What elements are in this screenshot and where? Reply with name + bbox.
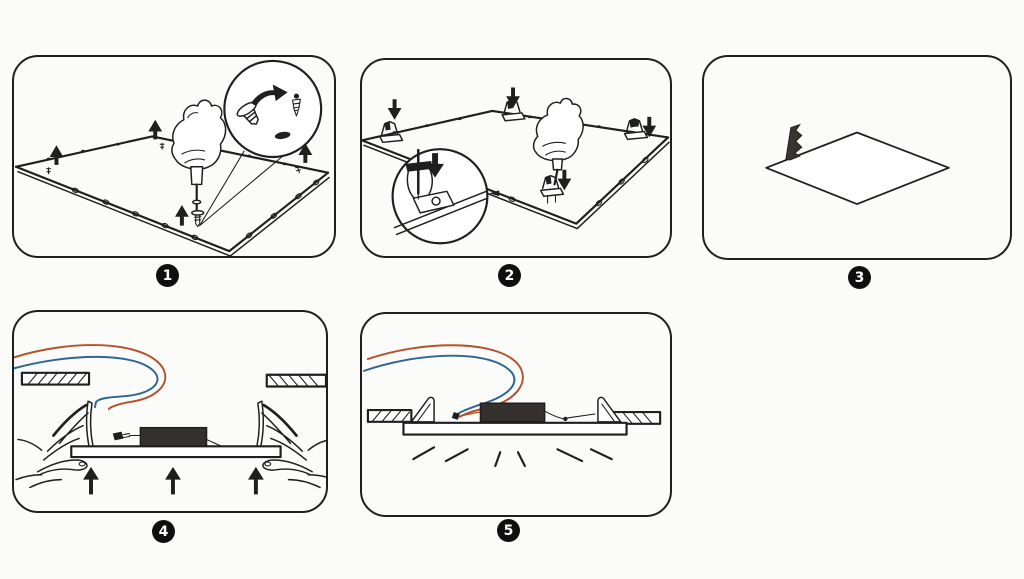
step-panel-1 bbox=[12, 55, 336, 258]
stud-hole-icon bbox=[274, 131, 291, 140]
screw-icon bbox=[291, 93, 301, 117]
step4-wiring-and-insertion-drawing bbox=[14, 344, 326, 495]
magnifier-detail-circle bbox=[223, 59, 323, 159]
step-number-badge: 3 bbox=[848, 266, 871, 289]
live-wire bbox=[14, 344, 167, 411]
magnifier-detail-circle bbox=[391, 148, 489, 245]
driver-box bbox=[451, 402, 596, 423]
up-arrow-icon bbox=[83, 466, 264, 495]
spring-clip-blade bbox=[85, 400, 264, 448]
step-panel-4 bbox=[12, 310, 328, 513]
ceiling-cross-section bbox=[20, 371, 326, 388]
left-arrowhead-icon bbox=[489, 190, 500, 197]
step-number-badge: 1 bbox=[156, 264, 179, 287]
step-number-badge: 2 bbox=[498, 264, 521, 287]
light-rays-icon bbox=[412, 446, 613, 468]
down-arrow-icon bbox=[642, 116, 657, 138]
down-arrow-icon bbox=[557, 169, 572, 191]
step-number-badge: 5 bbox=[497, 519, 520, 542]
down-arrow-icon bbox=[426, 153, 444, 178]
panel-edge-side-view bbox=[70, 445, 282, 459]
step-panel-3 bbox=[702, 55, 1012, 260]
hand-with-screwdriver-icon bbox=[532, 97, 584, 186]
step-number-badge: 4 bbox=[152, 520, 175, 543]
up-arrow-icon bbox=[49, 119, 313, 165]
small-screw-icon bbox=[46, 142, 301, 175]
live-wire bbox=[366, 344, 524, 418]
neutral-wire bbox=[362, 354, 516, 415]
panel-edge-side-view bbox=[402, 421, 628, 436]
ceiling-cutout-hole bbox=[765, 131, 950, 205]
saw-blade-icon bbox=[785, 123, 803, 161]
step2-clip-installation-drawing bbox=[362, 87, 670, 245]
spring-clip-folded bbox=[410, 396, 622, 423]
step5-installed-panel-drawing bbox=[362, 344, 662, 468]
step-panel-2 bbox=[360, 58, 672, 258]
up-arrow-icon bbox=[174, 205, 189, 226]
down-arrow-icon bbox=[506, 87, 520, 109]
magnifier-leader-lines bbox=[199, 150, 283, 227]
spring-clip-icon bbox=[539, 174, 565, 204]
screw-being-driven bbox=[191, 209, 205, 228]
spring-clip-icon bbox=[379, 121, 404, 144]
down-arrow-icon bbox=[387, 99, 402, 120]
hand-with-screwdriver-icon bbox=[171, 99, 227, 212]
step-panel-5 bbox=[360, 312, 672, 517]
spring-clip-icon bbox=[623, 118, 649, 141]
step1-screw-installation-drawing bbox=[14, 59, 330, 256]
step3-ceiling-cutout-drawing bbox=[765, 123, 950, 205]
hand-icon bbox=[15, 403, 89, 489]
rotate-arrow-icon bbox=[251, 84, 288, 107]
neutral-wire bbox=[14, 355, 159, 409]
